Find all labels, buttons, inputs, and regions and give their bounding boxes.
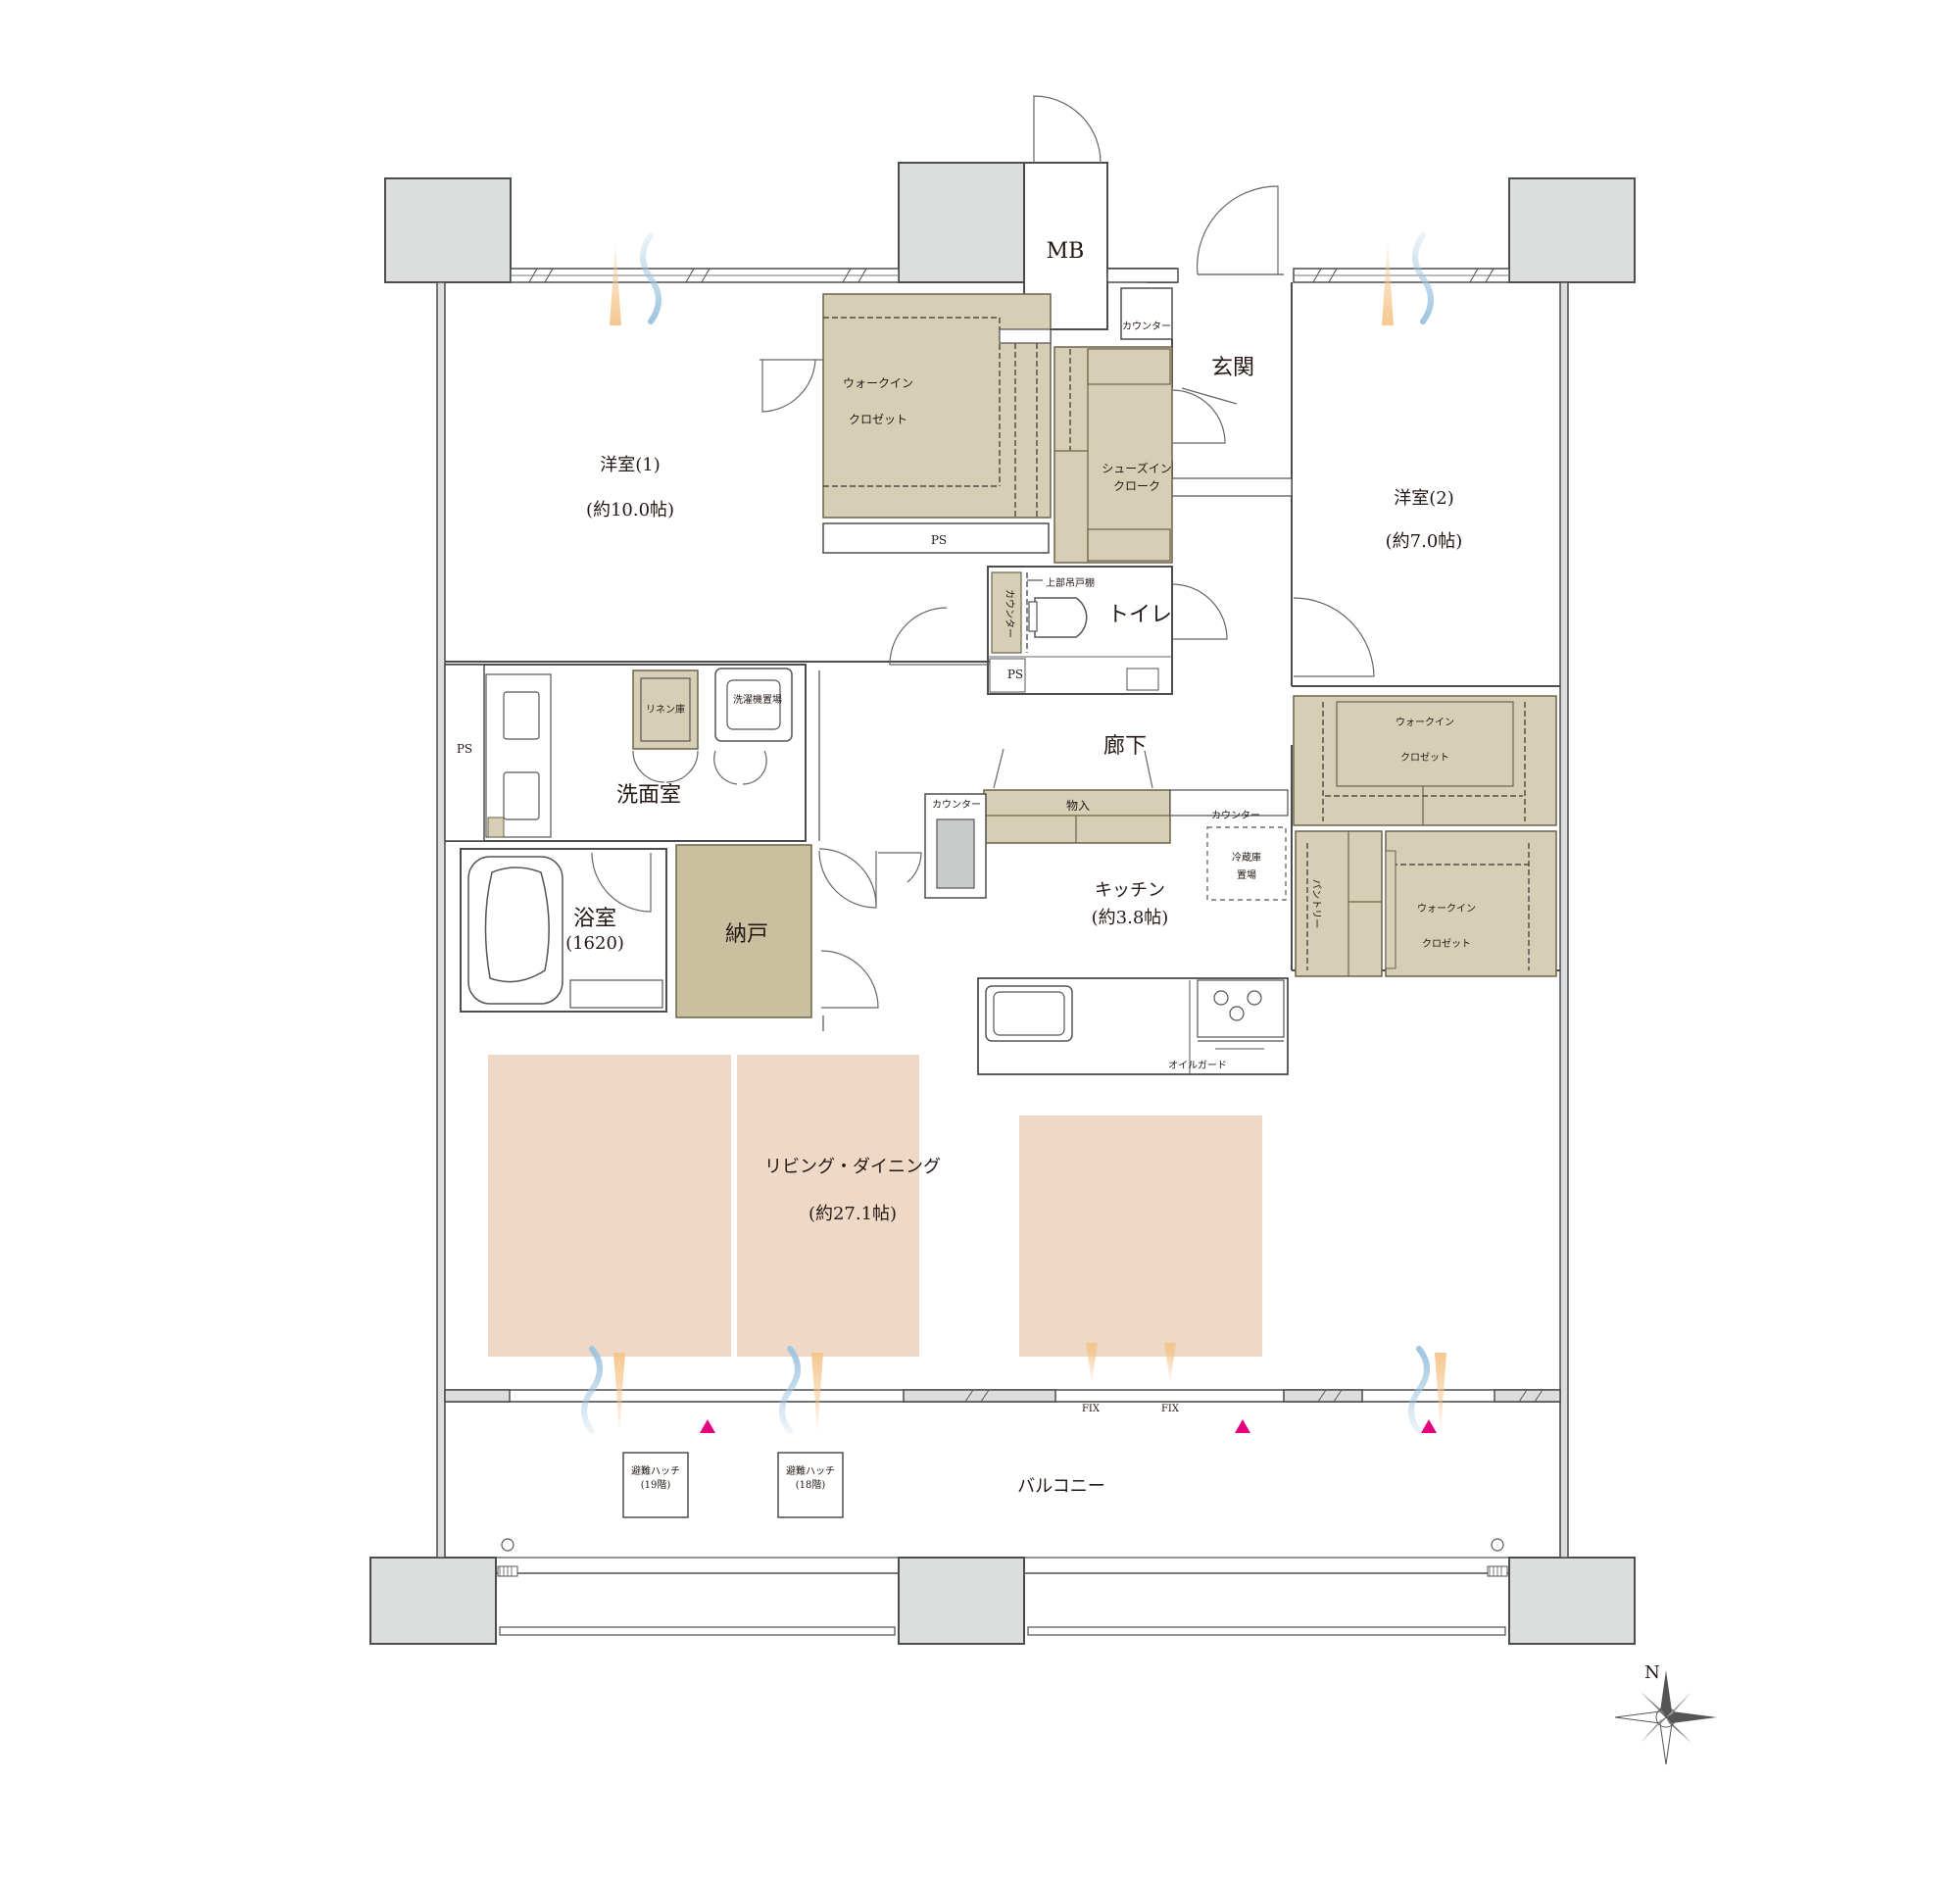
wic1-label-2: クロゼット bbox=[849, 413, 907, 426]
ps-left-label: PS bbox=[457, 742, 472, 756]
evacuation-hatch-18f bbox=[777, 1452, 844, 1518]
ps-toilet-label: PS bbox=[1007, 668, 1023, 681]
pantry-label: パントリー bbox=[1310, 879, 1322, 929]
hatch19-label-1: 避難ハッチ bbox=[631, 1464, 680, 1477]
room-western-2 bbox=[1292, 597, 1560, 977]
western1-size: (約10.0帖) bbox=[586, 500, 674, 520]
compass-rose-icon bbox=[1614, 1670, 1717, 1765]
storeroom bbox=[675, 844, 879, 1018]
hatch19-label-2: (19階) bbox=[641, 1479, 671, 1491]
storeroom-label: 納戸 bbox=[725, 922, 768, 947]
kitchen-name: キッチン bbox=[1095, 880, 1165, 901]
pillar-se bbox=[1508, 1557, 1636, 1645]
stove-burners-icon bbox=[1213, 990, 1262, 1021]
walk-in-closet-1 bbox=[822, 293, 1052, 519]
pillar-s-mid bbox=[898, 1557, 1025, 1645]
shoe-in-cloak bbox=[1054, 346, 1173, 564]
mb-label: MB bbox=[1047, 239, 1085, 264]
western1-name: 洋室(1) bbox=[600, 455, 661, 475]
washer-label: 洗濯機置場 bbox=[733, 693, 782, 706]
fix-label-2: FIX bbox=[1161, 1404, 1180, 1414]
washroom-label: 洗面室 bbox=[616, 783, 681, 808]
bathroom bbox=[460, 848, 667, 1013]
shoe-cloak-label-1: シューズイン bbox=[1102, 461, 1171, 475]
pillar-ne bbox=[1508, 177, 1636, 283]
evacuation-hatch-19f bbox=[622, 1452, 689, 1518]
fix-label-1: FIX bbox=[1082, 1404, 1101, 1414]
pillar-sw bbox=[369, 1557, 497, 1645]
oil-guard-label: オイルガード bbox=[1168, 1060, 1227, 1071]
toilet-label: トイレ bbox=[1107, 603, 1172, 627]
entrance-label: 玄関 bbox=[1211, 356, 1254, 380]
upper-cabinet-label: 上部吊戸棚 bbox=[1046, 576, 1095, 589]
balcony-label: バルコニー bbox=[1017, 1476, 1105, 1497]
kitchen-size: (約3.8帖) bbox=[1092, 908, 1169, 928]
western2-size: (約7.0帖) bbox=[1386, 531, 1463, 552]
north-label: N bbox=[1644, 1662, 1660, 1683]
ps-top-label: PS bbox=[931, 533, 947, 547]
wic3-label-1: ウォークイン bbox=[1417, 903, 1476, 915]
bathroom-name: 浴室 bbox=[573, 907, 616, 931]
wic2-label-1: ウォークイン bbox=[1396, 717, 1454, 728]
counter-right-label: カウンター bbox=[1211, 810, 1260, 821]
sink bbox=[936, 818, 975, 889]
evacuation-marker-icon bbox=[700, 1419, 715, 1433]
fridge-label-2: 置場 bbox=[1237, 868, 1256, 881]
fridge-label-1: 冷蔵庫 bbox=[1232, 851, 1261, 864]
kitchen-area bbox=[818, 748, 1289, 1075]
evacuation-marker-icon bbox=[1421, 1419, 1437, 1433]
wash-room bbox=[444, 664, 820, 842]
toilet-counter-label: カウンター bbox=[1004, 589, 1015, 638]
wic1-label-1: ウォークイン bbox=[843, 376, 913, 390]
toilet-bowl-icon bbox=[1034, 597, 1088, 638]
living-size: (約27.1帖) bbox=[808, 1204, 897, 1224]
linen-label: リネン庫 bbox=[646, 703, 685, 716]
hallway-label: 廊下 bbox=[1103, 734, 1147, 759]
toilet-room bbox=[889, 566, 1228, 695]
airflow-indicators bbox=[581, 232, 1446, 1434]
living-name: リビング・ダイニング bbox=[764, 1157, 941, 1177]
pillars bbox=[369, 162, 1636, 1645]
fridge-space bbox=[1206, 826, 1287, 901]
western2-name: 洋室(2) bbox=[1394, 488, 1454, 509]
furniture-zone-3 bbox=[1019, 1115, 1262, 1357]
outer-walls bbox=[436, 268, 1569, 1559]
evacuation-marker-icon bbox=[1235, 1419, 1250, 1433]
shoe-cloak-label-2: クローク bbox=[1113, 479, 1160, 493]
hatch18-label-2: (18階) bbox=[796, 1479, 826, 1491]
wic3-label-2: クロゼット bbox=[1422, 938, 1471, 950]
bathroom-size: (1620) bbox=[565, 933, 624, 954]
labels: MB カウンター 玄関 洋室(1) (約10.0帖) ウォークイン クロゼット … bbox=[457, 239, 1660, 1683]
pillar-n-mid bbox=[898, 162, 1025, 283]
pillar-nw bbox=[384, 177, 512, 283]
hatch18-label-1: 避難ハッチ bbox=[786, 1464, 835, 1477]
wic2-label-2: クロゼット bbox=[1400, 752, 1449, 764]
counter-entrance-label: カウンター bbox=[1122, 321, 1171, 332]
furniture-zone-2 bbox=[737, 1055, 919, 1357]
room-western-1 bbox=[445, 359, 1050, 663]
furniture-zone-1 bbox=[488, 1055, 731, 1357]
counter-left-label: カウンター bbox=[932, 799, 981, 811]
storage-label: 物入 bbox=[1066, 799, 1090, 813]
living-dining bbox=[488, 1015, 1262, 1357]
bathtub-icon bbox=[484, 867, 550, 983]
balcony bbox=[444, 1401, 1561, 1636]
